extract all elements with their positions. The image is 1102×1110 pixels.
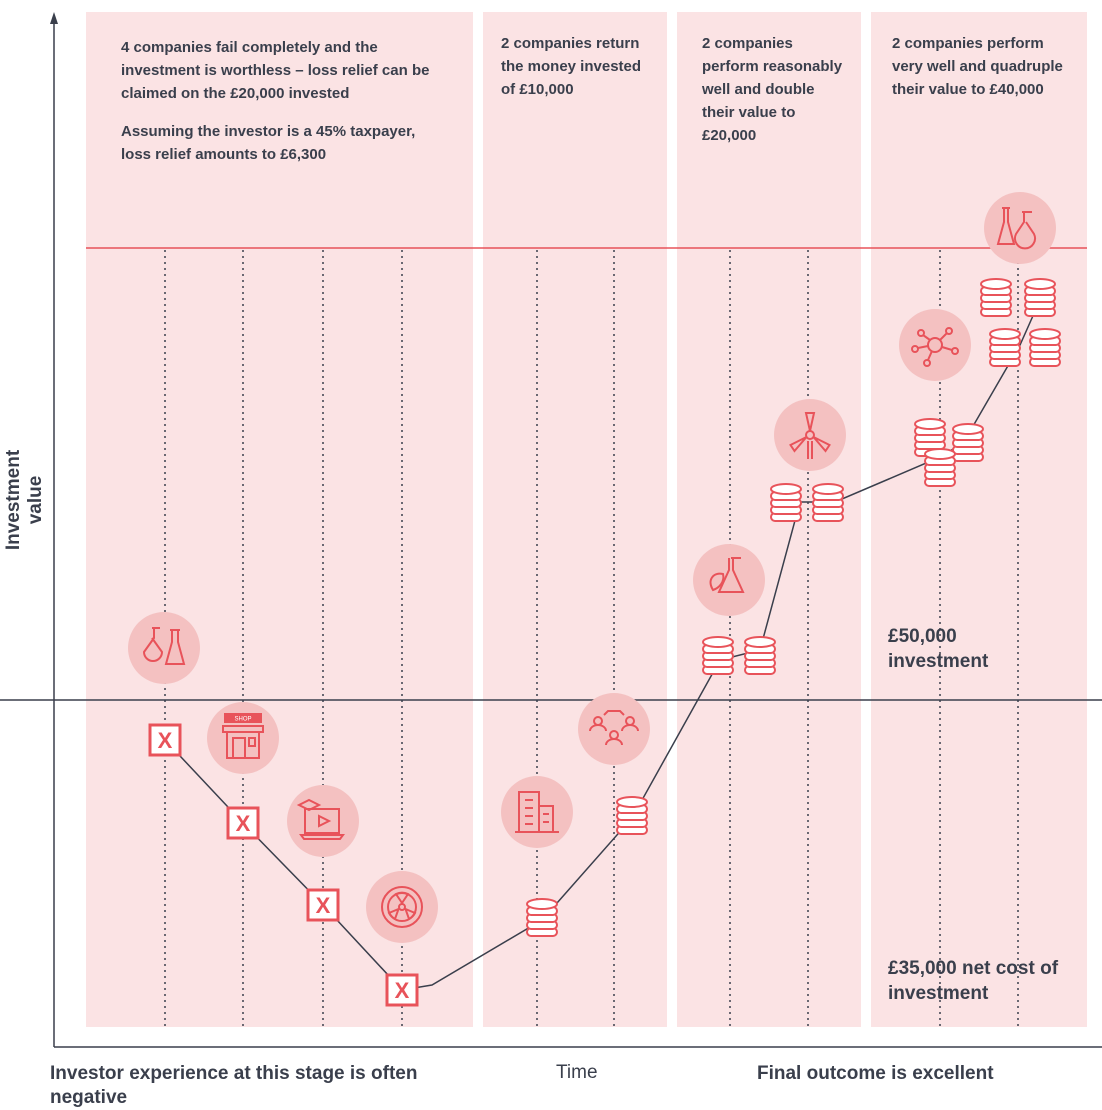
loss-relief-text: Assuming the investor is a 45% taxpayer,…: [121, 123, 416, 163]
molecule-icon: [911, 327, 959, 367]
panel-fail: [86, 12, 473, 1027]
final-outcome-label: Final outcome is excellent: [757, 1063, 994, 1084]
fail-text: 4 companies fail completely and the inve…: [121, 39, 430, 102]
online-education-icon: [296, 798, 345, 840]
investment-label: £50,000 investment: [888, 626, 989, 672]
return-description: 2 companies return the money invested of…: [501, 35, 642, 98]
net-cost-label: £35,000 net cost of investment: [888, 958, 1059, 1004]
x-axis-label: Time: [556, 1062, 598, 1083]
quadruple-description: 2 companies perform very well and quadru…: [892, 35, 1063, 98]
wind-turbine-icon: [789, 412, 831, 459]
lab-flasks-icon: [142, 627, 186, 665]
double-description: 2 companies perform reasonably well and …: [702, 35, 843, 144]
fail-description: 4 companies fail completely and the inve…: [121, 36, 431, 166]
shop-icon: SHOP: [222, 713, 264, 759]
panel-quadruple: [871, 12, 1087, 1027]
coin-stacks: [527, 279, 1060, 936]
radiation-icon: [381, 886, 423, 928]
office-building-icon: [515, 791, 559, 833]
green-flask-icon: [709, 557, 745, 593]
svg-text:SHOP: SHOP: [234, 717, 251, 723]
y-axis-label: Investment value: [3, 449, 46, 551]
flask-icon: [996, 207, 1036, 250]
y-axis-arrow: [50, 12, 58, 24]
investor-experience-label: Investor experience at this stage is oft…: [50, 1063, 418, 1108]
panel-return: [483, 12, 667, 1027]
team-network-icon: [589, 710, 639, 746]
icon-circles: [128, 192, 1056, 943]
